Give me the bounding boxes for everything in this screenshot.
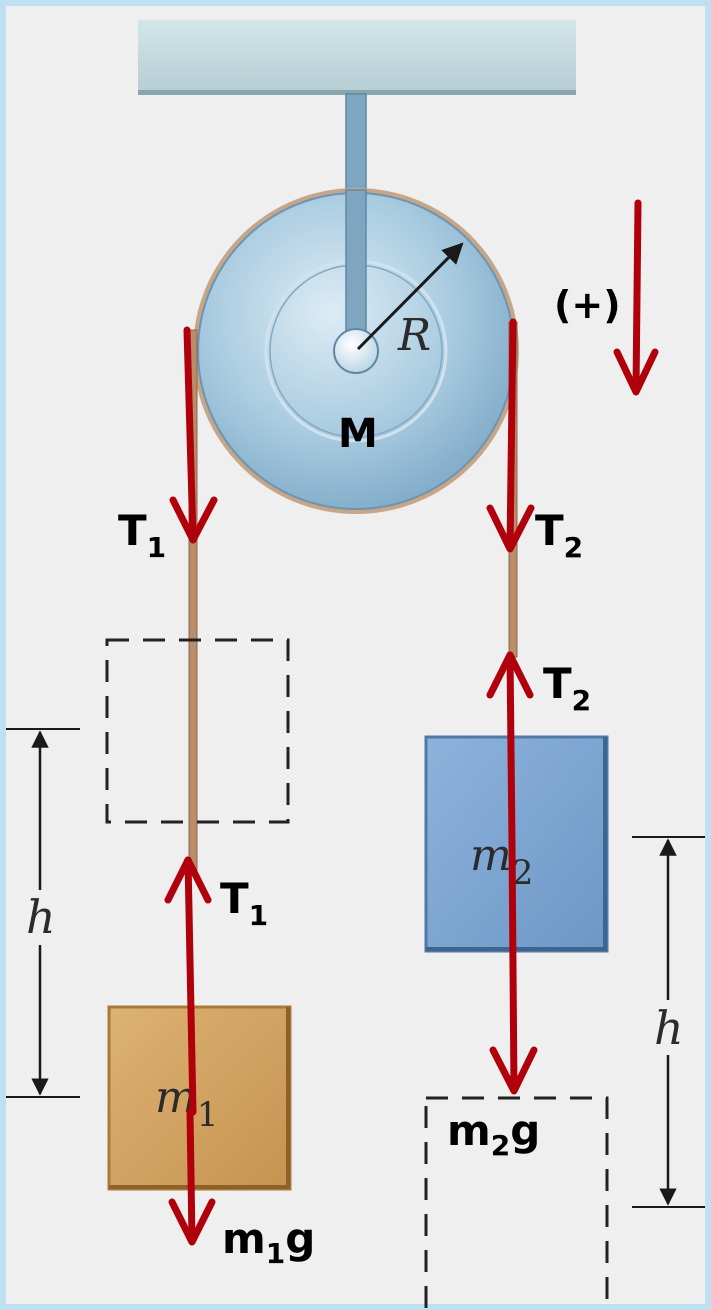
tension-2-block-arrow (486, 651, 534, 848)
block-2 (424, 735, 609, 953)
radius-arrow (356, 242, 464, 351)
tension-2-top-arrow (486, 318, 535, 553)
weight-1-label: m1g (222, 1214, 315, 1270)
tension-1-block-label: T1 (220, 874, 268, 932)
positive-direction-arrow (613, 199, 659, 396)
block-2-final-outline (424, 1096, 609, 1310)
tension-1-top-arrow (169, 326, 218, 544)
pulley-mass-label: M (338, 411, 378, 457)
radius-label: R (397, 310, 431, 361)
height-label-left: h (26, 890, 56, 944)
tension-2-top-label: T2 (535, 506, 583, 564)
positive-direction-label: (+) (554, 283, 621, 327)
block-1 (107, 1005, 292, 1191)
tension-1-block-arrow (164, 856, 212, 1116)
height-marker-right (632, 836, 705, 1208)
height-marker-left (6, 728, 80, 1098)
height-label-right: h (654, 1001, 684, 1055)
tension-1-top-label: T1 (118, 506, 166, 564)
weight-1-arrow (168, 1108, 216, 1246)
tension-2-block-label: T2 (543, 659, 591, 717)
block-2-label: m2 (470, 830, 533, 893)
weight-2-arrow (489, 840, 538, 1095)
ceiling-support (138, 20, 576, 94)
pulley-rod-front (345, 189, 367, 341)
ceiling-bottom-edge (138, 90, 576, 95)
block-1-initial-outline (105, 638, 290, 824)
weight-2-label: m2g (447, 1106, 540, 1162)
